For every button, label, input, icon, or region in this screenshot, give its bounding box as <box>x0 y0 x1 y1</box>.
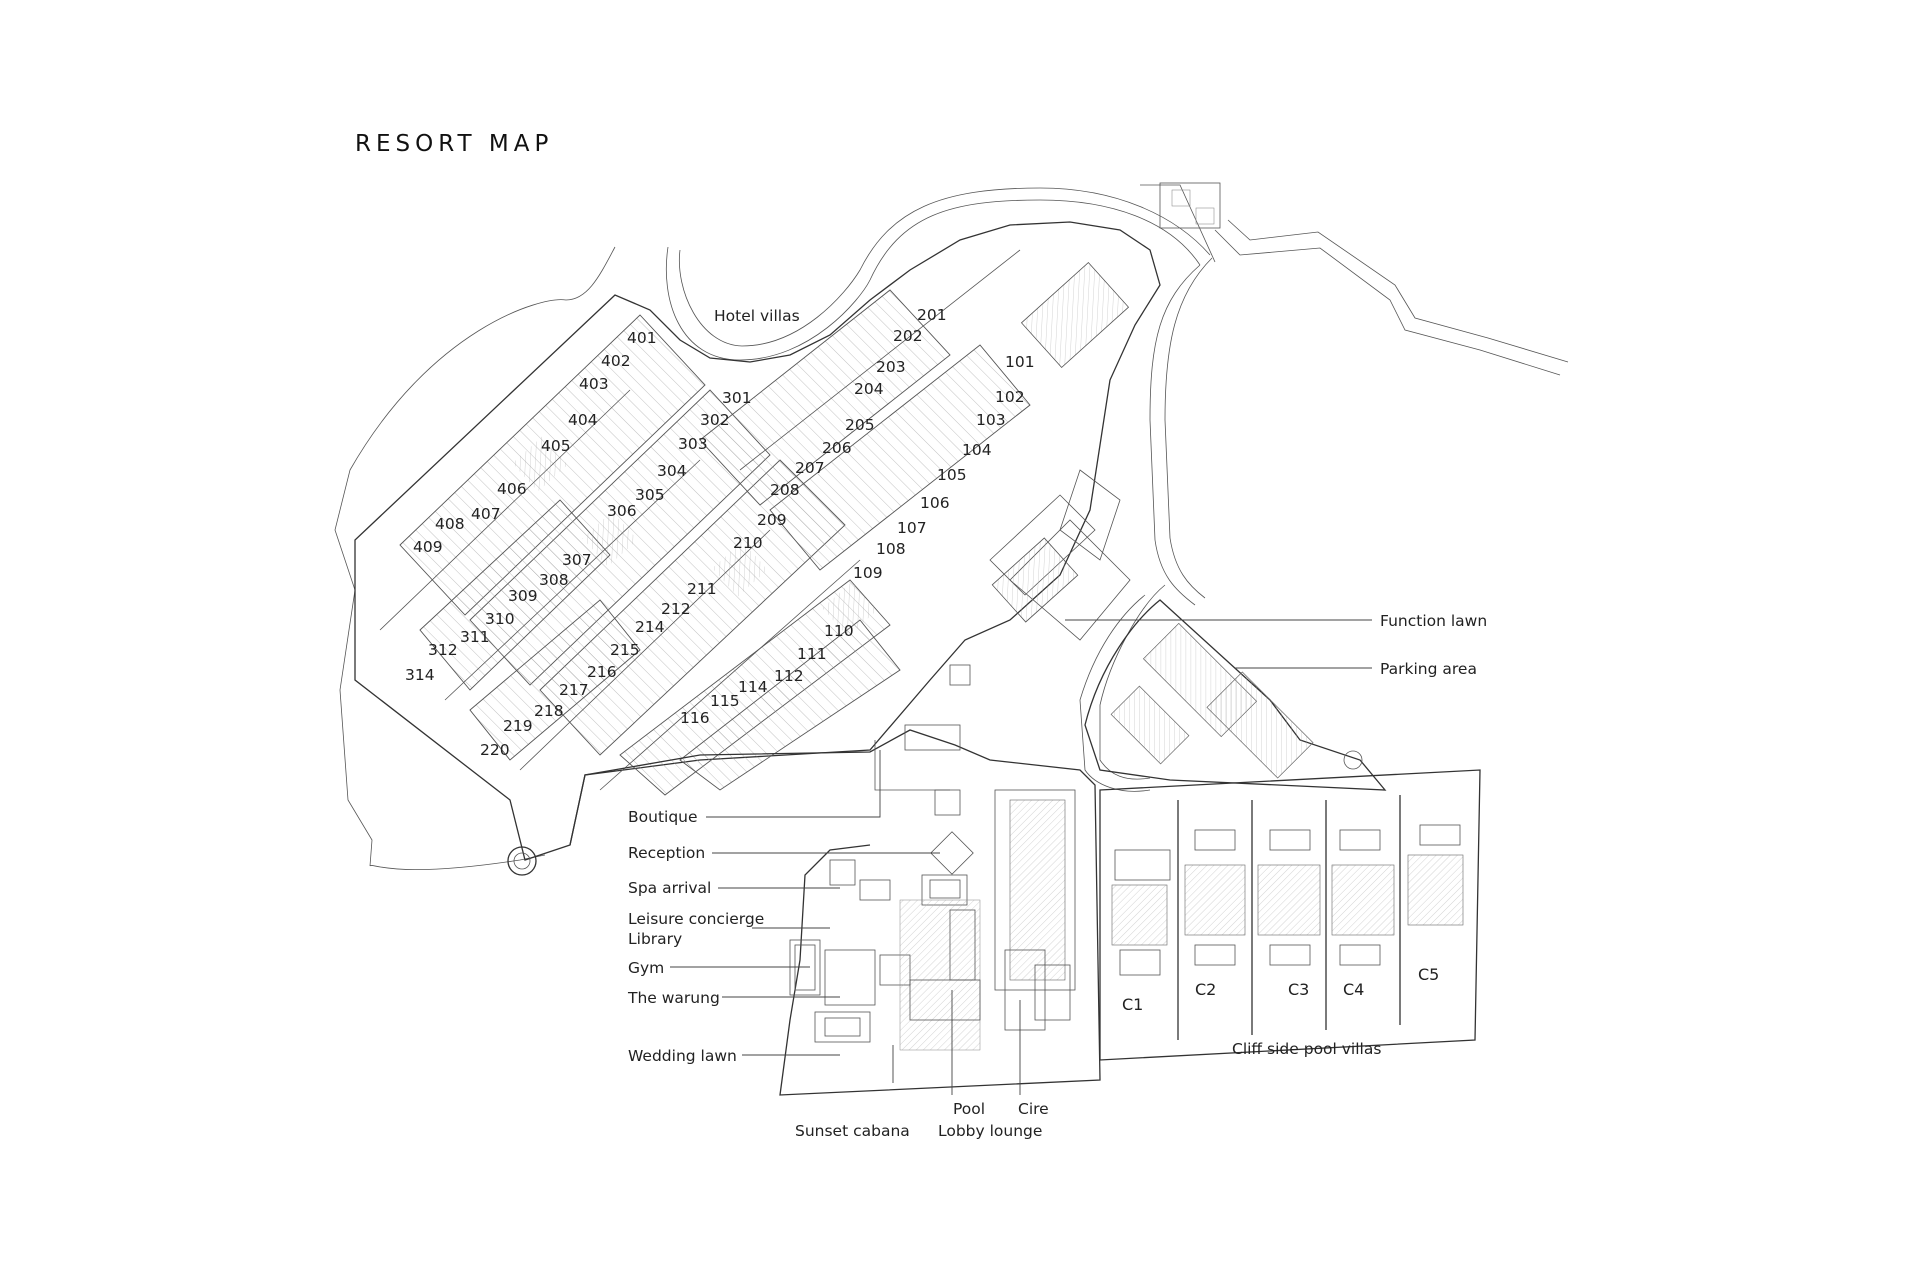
label-spa-arrival: Spa arrival <box>628 879 711 897</box>
cliff-side-pool-villas-zone <box>1099 769 1481 1061</box>
villa-212: 212 <box>661 600 691 618</box>
villa-308: 308 <box>539 571 569 589</box>
label-parking-area: Parking area <box>1380 660 1477 678</box>
villa-311: 311 <box>460 628 490 646</box>
villa-114: 114 <box>738 678 768 696</box>
leader-lines <box>670 619 1372 1095</box>
label-wedding-lawn: Wedding lawn <box>628 1047 737 1065</box>
label-pool: Pool <box>953 1100 985 1118</box>
label-villa-c3: C3 <box>1288 980 1309 999</box>
villa-402: 402 <box>601 352 631 370</box>
label-leisure-concierge: Leisure concierge <box>628 910 764 928</box>
label-gym: Gym <box>628 959 664 977</box>
villa-307: 307 <box>562 551 592 569</box>
villa-303: 303 <box>678 435 708 453</box>
perimeter-road <box>334 182 1569 871</box>
label-boutique: Boutique <box>628 808 698 826</box>
villa-211: 211 <box>687 580 717 598</box>
roundabout <box>507 846 537 876</box>
villa-216: 216 <box>587 663 617 681</box>
villa-409: 409 <box>413 538 443 556</box>
label-villa-c5: C5 <box>1418 965 1439 984</box>
villa-205: 205 <box>845 416 875 434</box>
villa-106: 106 <box>920 494 950 512</box>
villa-103: 103 <box>976 411 1006 429</box>
villa-201: 201 <box>917 306 947 324</box>
villa-207: 207 <box>795 459 825 477</box>
villa-204: 204 <box>854 380 884 398</box>
hotel-villa-district <box>354 221 1161 876</box>
villa-115: 115 <box>710 692 740 710</box>
villa-401: 401 <box>627 329 657 347</box>
villa-217: 217 <box>559 681 589 699</box>
villa-302: 302 <box>700 411 730 429</box>
parking-area-zone <box>1084 599 1387 791</box>
villa-408: 408 <box>435 515 465 533</box>
villa-111: 111 <box>797 645 827 663</box>
villa-405: 405 <box>541 437 571 455</box>
villa-314: 314 <box>405 666 435 684</box>
villa-215: 215 <box>610 641 640 659</box>
villa-number-labels: 401 402 403 404 405 406 407 408 409 301 … <box>405 306 1035 759</box>
villa-312: 312 <box>428 641 458 659</box>
villa-107: 107 <box>897 519 927 537</box>
villa-305: 305 <box>635 486 665 504</box>
villa-110: 110 <box>824 622 854 640</box>
villa-202: 202 <box>893 327 923 345</box>
villa-304: 304 <box>657 462 687 480</box>
villa-306: 306 <box>607 502 637 520</box>
label-villa-c2: C2 <box>1195 980 1216 999</box>
villa-218: 218 <box>534 702 564 720</box>
villa-406: 406 <box>497 480 527 498</box>
villa-203: 203 <box>876 358 906 376</box>
label-villa-c1: C1 <box>1122 995 1143 1014</box>
villa-404: 404 <box>568 411 598 429</box>
villa-407: 407 <box>471 505 501 523</box>
label-library: Library <box>628 930 682 948</box>
wedding-lawn-block <box>814 1011 871 1043</box>
villa-116: 116 <box>680 709 710 727</box>
label-hotel-villas: Hotel villas <box>714 307 800 325</box>
map-title: RESORT MAP <box>355 131 553 157</box>
label-cire: Cire <box>1018 1100 1049 1118</box>
gatehouse <box>1159 182 1221 229</box>
label-reception: Reception <box>628 844 705 862</box>
villa-210: 210 <box>733 534 763 552</box>
villa-108: 108 <box>876 540 906 558</box>
villa-208: 208 <box>770 481 800 499</box>
villa-403: 403 <box>579 375 609 393</box>
label-sunset-cabana: Sunset cabana <box>795 1122 910 1140</box>
villa-309: 309 <box>508 587 538 605</box>
villa-112: 112 <box>774 667 804 685</box>
villa-104: 104 <box>962 441 992 459</box>
villa-102: 102 <box>995 388 1025 406</box>
label-cliff-side-pool-villas: Cliff side pool villas <box>1232 1040 1381 1058</box>
villa-209: 209 <box>757 511 787 529</box>
villa-105: 105 <box>937 466 967 484</box>
label-function-lawn: Function lawn <box>1380 612 1487 630</box>
label-the-warung: The warung <box>627 989 720 1007</box>
label-lobby-lounge: Lobby lounge <box>938 1122 1042 1140</box>
villa-301: 301 <box>722 389 752 407</box>
villa-310: 310 <box>485 610 515 628</box>
villa-101: 101 <box>1005 353 1035 371</box>
villa-109: 109 <box>853 564 883 582</box>
villa-214: 214 <box>635 618 665 636</box>
label-villa-c4: C4 <box>1343 980 1364 999</box>
villa-220: 220 <box>480 741 510 759</box>
gym-block <box>789 939 821 996</box>
villa-219: 219 <box>503 717 533 735</box>
function-lawn-zone <box>989 262 1131 641</box>
villa-206: 206 <box>822 439 852 457</box>
central-facilities <box>569 664 1101 1096</box>
